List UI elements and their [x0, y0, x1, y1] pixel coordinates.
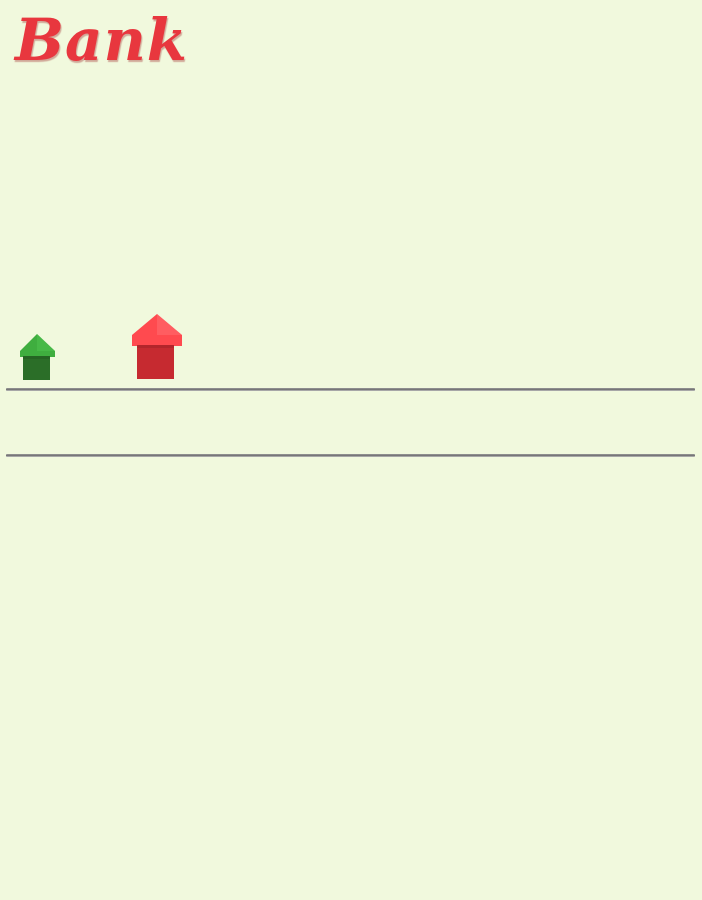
house-icon	[20, 334, 55, 380]
house-token[interactable]	[19, 333, 56, 381]
rail-bottom	[6, 454, 695, 457]
rail-top	[6, 388, 695, 391]
bank-title: Bank	[15, 6, 188, 74]
hotel-icon	[132, 314, 182, 379]
token-tray[interactable]	[6, 391, 695, 454]
hotel-token[interactable]	[131, 313, 183, 380]
